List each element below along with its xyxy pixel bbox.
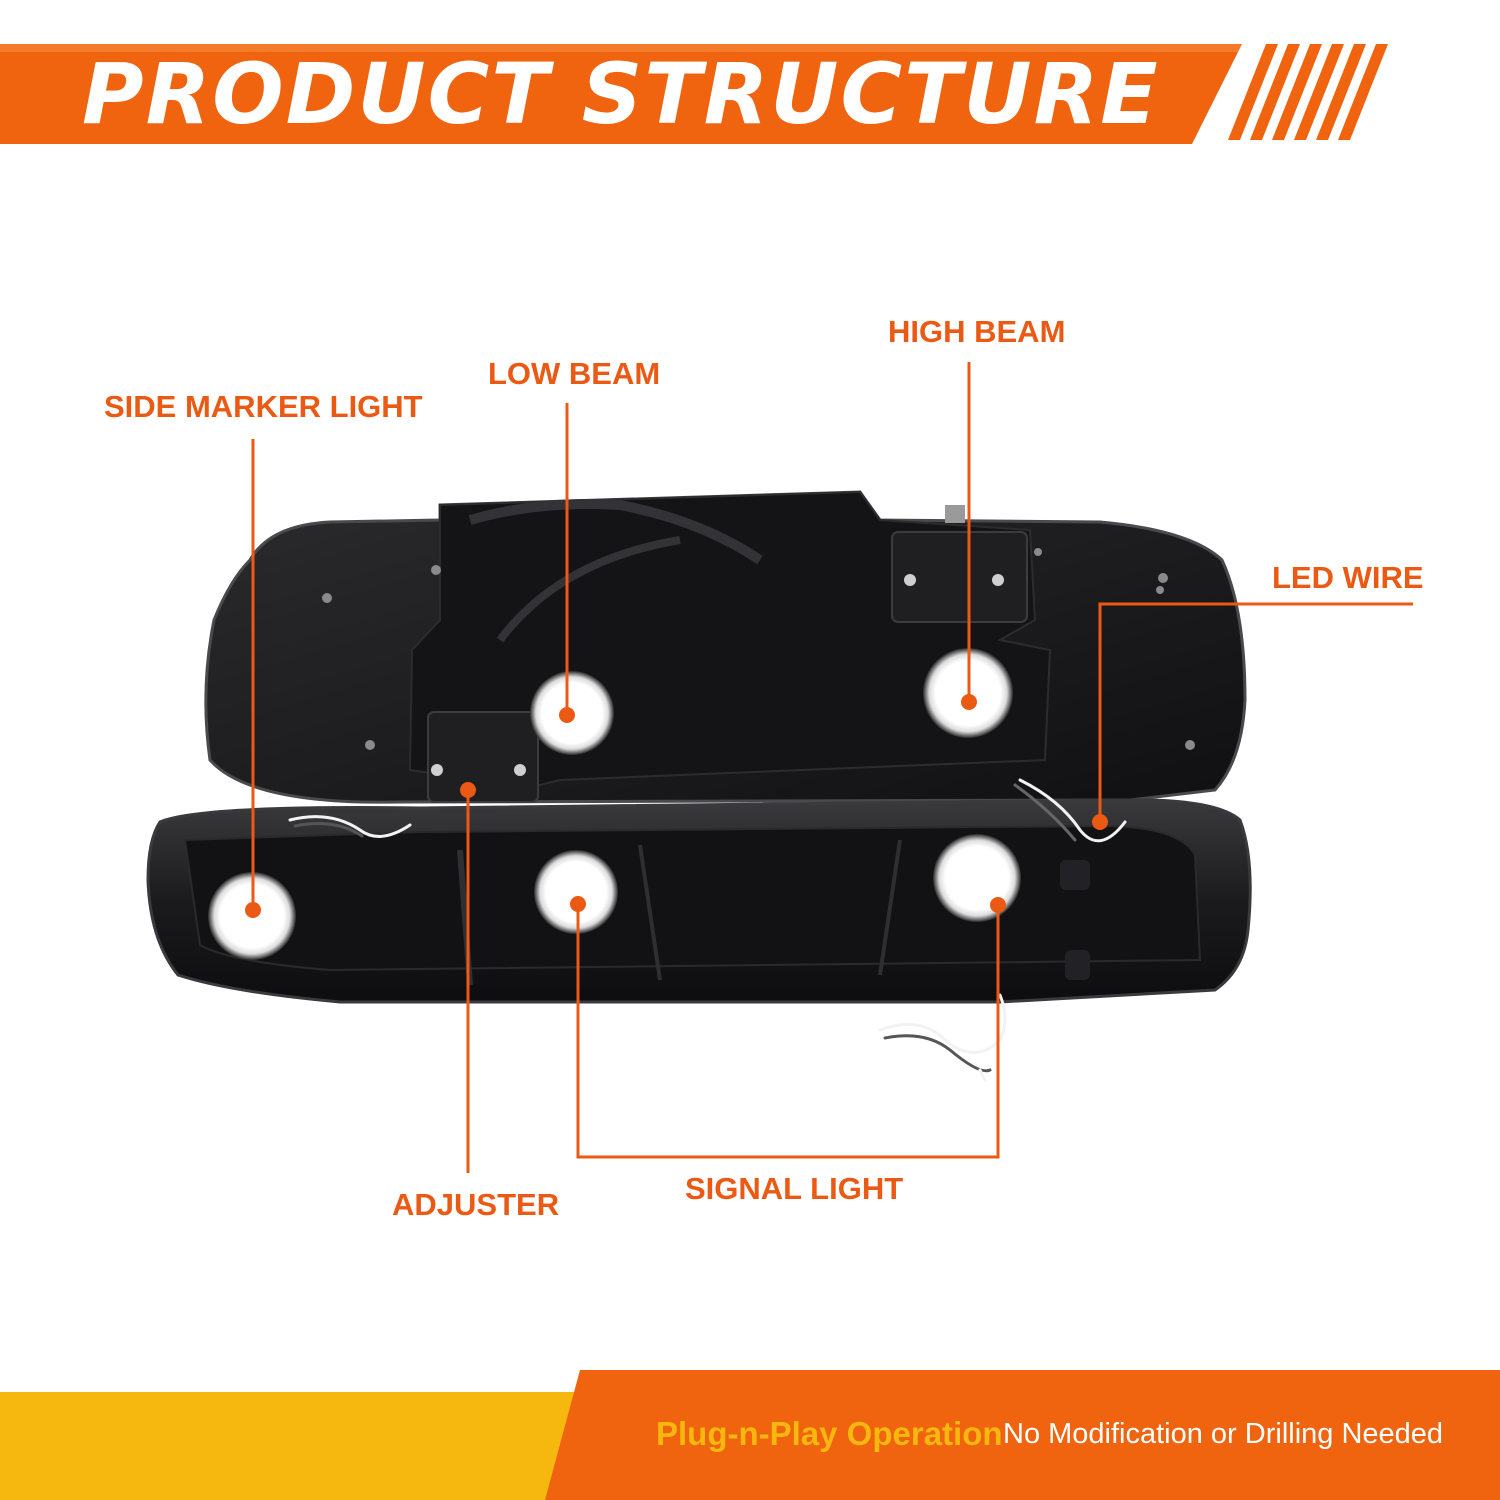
headlight-housing-back xyxy=(204,490,1247,804)
high-beam-dot xyxy=(961,694,977,710)
signal-socket-left xyxy=(534,850,618,934)
adjuster-dot xyxy=(460,782,476,798)
adjuster-label: ADJUSTER xyxy=(392,1187,560,1222)
leader-dots xyxy=(245,694,1108,918)
side-marker-light-label: SIDE MARKER LIGHT xyxy=(104,389,423,424)
high-beam-adjuster-block xyxy=(891,531,1028,623)
high-beam-label: HIGH BEAM xyxy=(888,314,1066,349)
led-wire-label: LED WIRE xyxy=(1272,560,1424,595)
footer-feature-text: Plug-n-Play Operation xyxy=(656,1415,1003,1452)
low-beam-label: LOW BEAM xyxy=(488,356,661,391)
wiring xyxy=(288,778,1127,1082)
low-beam-dot xyxy=(559,707,575,723)
leader-lines xyxy=(251,362,1413,1173)
footer-banner xyxy=(0,1370,1500,1500)
signal-dot-right xyxy=(990,897,1006,913)
signal-dot-left xyxy=(570,896,586,912)
footer-note-text: No Modification or Drilling Needed xyxy=(1003,1418,1444,1450)
header-banner xyxy=(0,44,1388,144)
side-marker-dot xyxy=(245,902,261,918)
adjuster-block xyxy=(427,711,539,803)
signal-light-label: SIGNAL LIGHT xyxy=(685,1171,904,1206)
header-stripes xyxy=(1228,44,1388,140)
page-title: PRODUCT STRUCTURE xyxy=(82,45,1160,143)
signal-socket-right xyxy=(933,834,1021,922)
headlight-housing-front xyxy=(146,798,1252,1004)
led-wire-dot xyxy=(1092,814,1108,830)
